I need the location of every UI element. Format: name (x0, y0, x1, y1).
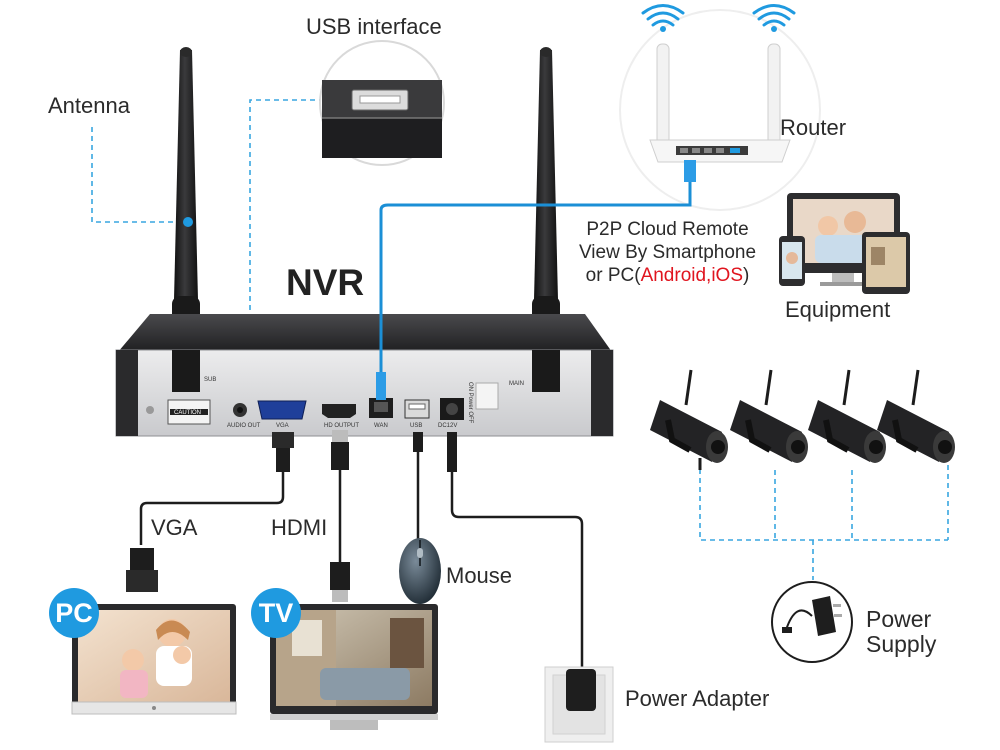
panel-wan-text: WAN (374, 423, 388, 429)
antenna-label: Antenna (48, 93, 130, 118)
hdmi-plug-bottom (330, 562, 350, 602)
p2p-os-highlight: Android,iOS (640, 265, 744, 286)
router-illustration (619, 4, 821, 211)
equipment-devices (779, 193, 910, 294)
panel-main-text: MAIN (509, 381, 524, 387)
power-supply-line-1: Power (866, 606, 932, 632)
nvr-label: NVR (286, 262, 365, 303)
panel-sub-text: SUB (204, 377, 216, 383)
dc-plug (447, 432, 457, 472)
camera-bus-leader (699, 460, 948, 541)
tv-screen (270, 604, 438, 730)
p2p-line-2: View By Smartphone (578, 242, 757, 263)
leader-lines (91, 99, 949, 580)
vga-plug-bottom (126, 548, 158, 592)
p2p-line-3: or PC(Android,iOS) (565, 264, 770, 287)
vga-label: VGA (151, 515, 198, 540)
p2p-remote-text: P2P Cloud Remote View By Smartphone or P… (565, 218, 770, 287)
hdmi-plug-top (331, 430, 349, 470)
hdmi-label: HDMI (271, 515, 328, 540)
antenna-leader (91, 127, 188, 223)
usb-leader (249, 99, 324, 310)
power-adapter-label: Power Adapter (625, 686, 770, 711)
panel-caution-text: CAUTION (174, 410, 201, 416)
panel-vga-text: VGA (276, 423, 289, 429)
panel-hd-text: HD OUTPUT (324, 423, 359, 429)
camera-3 (808, 369, 886, 463)
power-supply-line-2: Supply (866, 631, 937, 657)
p2p-line-3-suffix: ) (743, 265, 750, 286)
router-label: Router (780, 115, 847, 140)
camera-4 (877, 369, 955, 463)
pc-badge: PC (49, 588, 99, 638)
camera-2 (730, 369, 808, 463)
panel-dc-text: DC12V (438, 423, 457, 429)
p2p-line-1: P2P Cloud Remote (586, 219, 749, 240)
usb-zoom-callout (319, 40, 445, 166)
pc-monitor (71, 604, 237, 715)
panel-audio-text: AUDIO OUT (227, 423, 261, 429)
nvr-recorder: SUB MAIN CAUTION AUDIO OUT VGA HD OUTPUT… (115, 314, 614, 437)
vga-plug-top (272, 432, 294, 472)
bottom-cables (139, 450, 584, 672)
p2p-line-3-prefix: or PC( (585, 265, 641, 286)
usb-interface-label: USB interface (306, 14, 442, 39)
power-supply-illustration (771, 581, 853, 663)
tv-badge: TV (251, 588, 301, 638)
camera-1 (650, 369, 728, 470)
power-supply-label: Power Supply (866, 607, 936, 657)
network-cable (376, 160, 696, 400)
panel-onoff-text: ON Power OFF (467, 382, 473, 424)
power-adapter-illustration (544, 666, 614, 743)
mouse-illustration (399, 538, 441, 604)
usb-plug (413, 432, 423, 452)
ip-cameras (650, 369, 955, 470)
mouse-label: Mouse (446, 563, 513, 588)
equipment-label: Equipment (785, 297, 891, 322)
panel-usb-text: USB (410, 423, 422, 429)
